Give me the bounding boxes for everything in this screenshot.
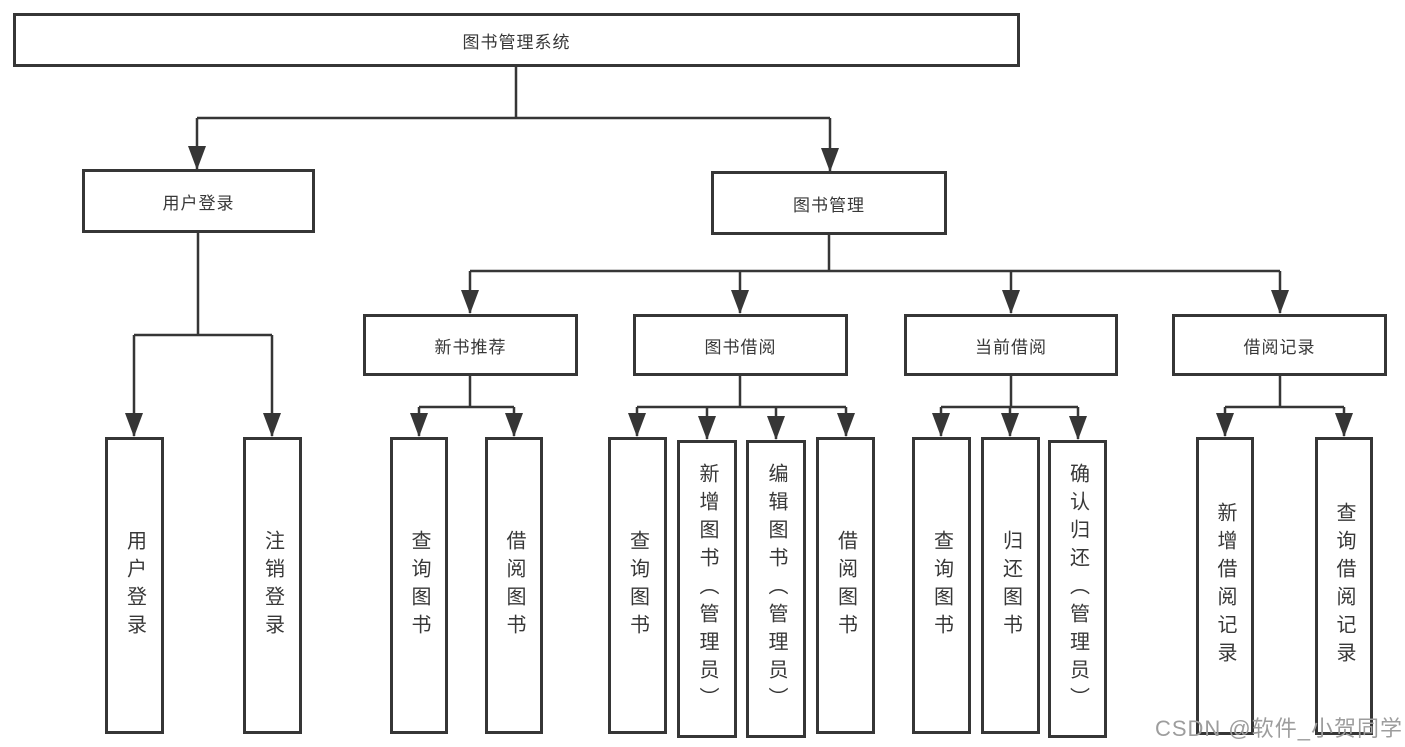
node-leaf-add-book-admin: 新增图书（管理员）: [677, 440, 737, 738]
node-label: 当前借阅: [975, 337, 1047, 357]
node-leaf-return-book: 归还图书: [981, 437, 1040, 734]
node-label: 编辑图书（管理员）: [765, 463, 787, 715]
node-label: 注销登录: [261, 529, 284, 642]
node-label: 图书管理系统: [462, 32, 571, 52]
node-label: 借阅图书: [503, 529, 525, 642]
node-label: 新增图书（管理员）: [696, 463, 718, 715]
node-book-management: 图书管理: [711, 171, 947, 235]
node-leaf-edit-book-admin: 编辑图书（管理员）: [746, 440, 806, 738]
node-label: 查询借阅记录: [1333, 502, 1355, 670]
node-user-login: 用户登录: [82, 169, 315, 233]
node-label: 用户登录: [162, 193, 235, 213]
node-label: 借阅图书: [834, 529, 857, 642]
node-leaf-query-book-borrow: 查询图书: [608, 437, 667, 734]
node-borrow-records: 借阅记录: [1172, 314, 1387, 376]
node-book-borrow: 图书借阅: [633, 314, 848, 376]
node-label: 查询图书: [408, 529, 430, 642]
node-label: 归还图书: [999, 529, 1022, 642]
node-current-borrow: 当前借阅: [904, 314, 1118, 376]
node-label: 查询图书: [930, 529, 953, 642]
node-label: 图书借阅: [704, 337, 777, 357]
node-label: 借阅记录: [1243, 337, 1316, 357]
node-label: 确认归还（管理员）: [1066, 463, 1089, 715]
node-label: 查询图书: [626, 529, 649, 642]
node-leaf-user-login: 用户登录: [105, 437, 164, 734]
node-label: 用户登录: [123, 529, 146, 642]
node-label: 新书推荐: [434, 337, 507, 357]
node-leaf-borrow-book: 借阅图书: [816, 437, 875, 734]
node-leaf-borrow-book-recommend: 借阅图书: [485, 437, 543, 734]
node-label: 新增借阅记录: [1214, 502, 1236, 670]
node-leaf-query-borrow-record: 查询借阅记录: [1315, 437, 1373, 735]
node-leaf-query-book-recommend: 查询图书: [390, 437, 448, 734]
node-leaf-add-borrow-record: 新增借阅记录: [1196, 437, 1254, 735]
node-library-management-system: 图书管理系统: [13, 13, 1020, 67]
node-leaf-logout: 注销登录: [243, 437, 302, 734]
node-leaf-confirm-return-admin: 确认归还（管理员）: [1048, 440, 1107, 738]
node-label: 图书管理: [793, 195, 865, 215]
node-leaf-query-book-current: 查询图书: [912, 437, 971, 734]
node-new-book-recommend: 新书推荐: [363, 314, 578, 376]
csdn-watermark: CSDN @软件_小贺同学: [1154, 716, 1403, 741]
